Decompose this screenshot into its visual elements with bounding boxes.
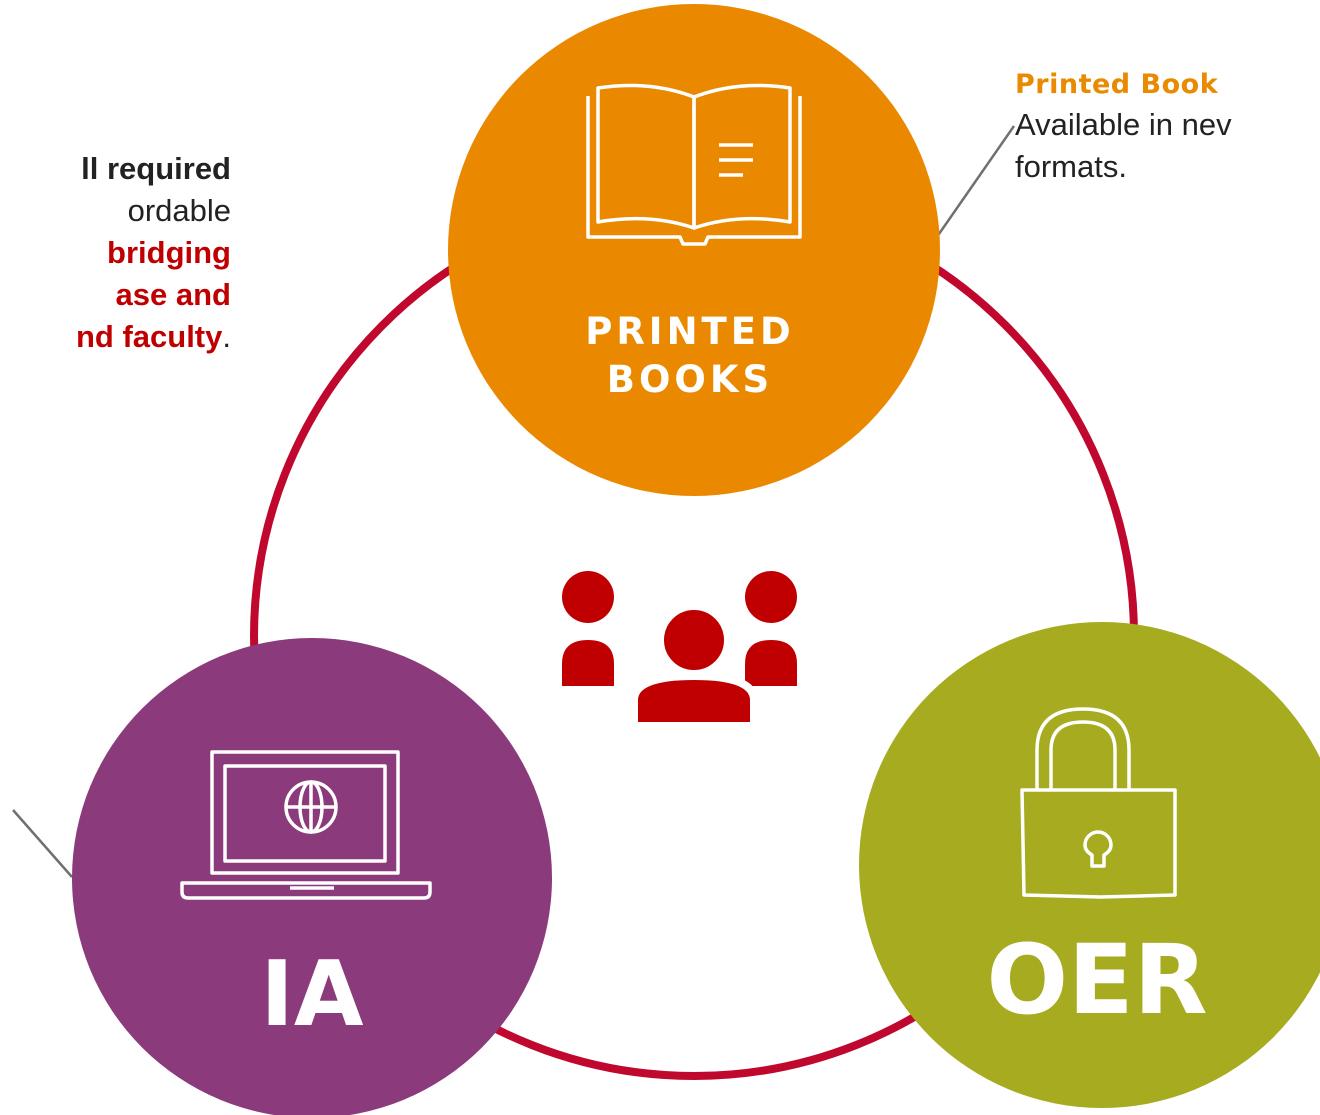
printed-books-circle (448, 4, 940, 496)
left-callout-text: ll required ordable bridging ase and nd … (76, 148, 231, 358)
ia-label: IA (260, 942, 363, 1047)
left-callout-line2: ordable (127, 193, 231, 228)
ia-circle (72, 638, 552, 1115)
ia-connector-line (12, 809, 73, 878)
printed-books-label-line1: PRINTED (585, 310, 795, 353)
right-callout-line2: formats. (1015, 149, 1127, 184)
left-callout-line5-red: nd faculty (75, 319, 223, 354)
left-callout-line4: ase and (115, 277, 231, 312)
printed-books-node: PRINTED BOOKS (448, 4, 940, 496)
oer-node: OER (859, 622, 1320, 1108)
oer-label: OER (986, 924, 1207, 1036)
left-callout-line5-suffix: . (222, 319, 231, 354)
oer-circle (859, 622, 1320, 1108)
laptop-globe-icon (180, 750, 432, 900)
open-padlock-icon (1020, 707, 1177, 899)
right-callout-line1: Available in nev (1015, 107, 1232, 142)
ia-node: IA (72, 638, 552, 1115)
people-group-icon (562, 571, 797, 730)
left-callout-line5: nd faculty. (76, 316, 231, 358)
left-callout-line1: ll required (81, 151, 231, 186)
printed-books-label-line2: BOOKS (607, 358, 773, 401)
open-book-icon (586, 83, 802, 246)
right-callout-text: Printed Book Available in nev formats. (1015, 66, 1232, 188)
right-callout-heading: Printed Book (1015, 69, 1219, 100)
left-callout-line3: bridging (107, 235, 231, 270)
printed-books-connector-line (930, 125, 1016, 245)
